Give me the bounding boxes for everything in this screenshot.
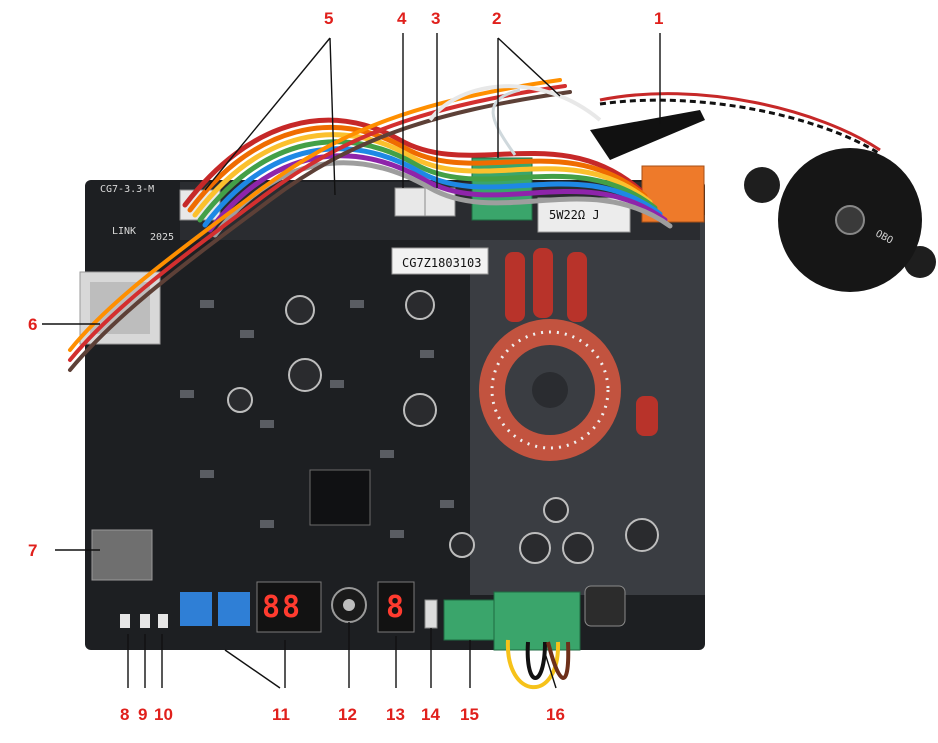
film-capacitor bbox=[567, 252, 587, 322]
film-capacitor bbox=[636, 396, 658, 436]
callout-8: 8 bbox=[120, 705, 130, 724]
silk-year: 2025 bbox=[150, 232, 175, 243]
silk-link: LINK bbox=[112, 226, 137, 237]
capacitor bbox=[285, 295, 315, 325]
rotary-switch-left bbox=[180, 592, 212, 626]
callout-9: 9 bbox=[138, 705, 148, 724]
capacitor bbox=[227, 387, 253, 413]
callout-7: 7 bbox=[28, 541, 38, 560]
terminal-block-15 bbox=[443, 599, 495, 641]
mcu-chip bbox=[309, 469, 371, 526]
capacitor bbox=[562, 532, 594, 564]
slide-switch bbox=[424, 599, 438, 629]
serial-sticker-text: CG7Z1803103 bbox=[398, 254, 486, 272]
connector-4 bbox=[394, 187, 426, 217]
callout-5: 5 bbox=[324, 9, 334, 28]
capacitor bbox=[543, 497, 569, 523]
led-10 bbox=[158, 614, 168, 628]
led-8 bbox=[120, 614, 130, 628]
silk-model: CG7-3.3-M bbox=[100, 184, 155, 195]
callout-11: 11 bbox=[272, 705, 290, 724]
capacitor bbox=[288, 358, 322, 392]
capacitor bbox=[625, 518, 659, 552]
seven-seg-double bbox=[256, 581, 322, 633]
rotary-switch-right bbox=[218, 592, 250, 626]
callout-2: 2 bbox=[492, 9, 502, 28]
display-left-digits: 88 bbox=[262, 590, 303, 625]
display-right-digit: 8 bbox=[386, 590, 407, 625]
seven-seg-single bbox=[377, 581, 415, 633]
callout-16: 16 bbox=[546, 705, 565, 724]
callout-10: 10 bbox=[154, 705, 173, 724]
callout-13: 13 bbox=[386, 705, 405, 724]
callout-12: 12 bbox=[338, 705, 357, 724]
capacitor bbox=[519, 532, 551, 564]
smd-inductor bbox=[584, 585, 626, 627]
terminal-block-16 bbox=[493, 591, 581, 651]
capacitor bbox=[449, 532, 475, 558]
callout-1: 1 bbox=[654, 9, 664, 28]
film-capacitor bbox=[505, 252, 525, 322]
callout-14: 14 bbox=[421, 705, 440, 724]
sd-card-slot bbox=[91, 529, 153, 581]
callout-15: 15 bbox=[460, 705, 479, 724]
capacitor bbox=[405, 290, 435, 320]
callout-3: 3 bbox=[431, 9, 441, 28]
capacitor bbox=[403, 393, 437, 427]
callout-6: 6 bbox=[28, 315, 38, 334]
buzzer-mount-left bbox=[744, 167, 780, 203]
callout-4: 4 bbox=[397, 9, 407, 28]
led-9 bbox=[140, 614, 150, 628]
resistor-marking: 5W22Ω J bbox=[549, 208, 600, 222]
film-capacitor bbox=[533, 248, 553, 318]
